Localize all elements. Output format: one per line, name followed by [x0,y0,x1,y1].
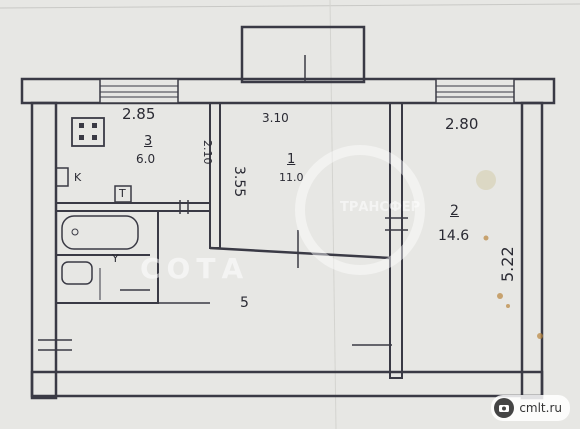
paper-stain [497,293,503,299]
dimension-kitchen-width: 2.85 [122,105,156,123]
outer-wall-left [30,101,58,400]
outer-wall-top [20,77,556,105]
watermark-left: СОТА [140,252,250,285]
bathroom-block [55,210,159,304]
room1-area: 11.0 [279,171,304,184]
watermark-right: ТРАНСФЕР [340,200,421,215]
site-logo[interactable]: cmlt.ru [491,395,570,421]
kitchen-bottom-wall [55,202,211,212]
hall-number: 5 [240,295,249,311]
watermark-circle [295,145,425,275]
room1-number: 1 [287,152,296,167]
dimension-kitchen-depth: 2.10 [201,140,214,165]
dimension-room1-width: 3.10 [262,111,289,125]
bathtub-drain [71,228,79,236]
paper-stain [483,235,489,241]
paper-fold-line [0,3,580,9]
partition-room1-room2 [389,102,403,379]
riser-mark: T [119,187,126,200]
stove-icon [71,117,105,147]
balcony [240,25,366,84]
dimension-room2-width: 2.80 [445,115,479,133]
room2-area: 14.6 [438,228,470,244]
partition-kitchen-room1 [209,102,221,249]
room2-number: 2 [450,203,459,219]
window-kitchen [99,78,179,104]
room1-bottom-wall [209,246,391,260]
wc-mark: Y [112,252,119,265]
room-kitchen-number: 3 [144,134,153,149]
toilet-icon [61,261,93,285]
paper-stain [476,170,496,190]
stove-mark: K [74,171,82,184]
paper-stain [506,304,510,308]
site-name: cmlt.ru [519,401,562,415]
dimension-room1-depth: 3.55 [231,166,247,198]
bathtub-icon [61,215,139,250]
paper-stain [537,333,543,339]
camera-icon [494,398,515,418]
riser-icon [114,185,132,203]
paper-fold-line [329,0,337,429]
room-kitchen-area: 6.0 [136,152,156,166]
outer-wall-right [520,101,544,400]
dimension-room2-depth: 5.22 [498,246,517,282]
window-room2 [435,78,515,104]
outer-wall-bottom [30,370,544,398]
